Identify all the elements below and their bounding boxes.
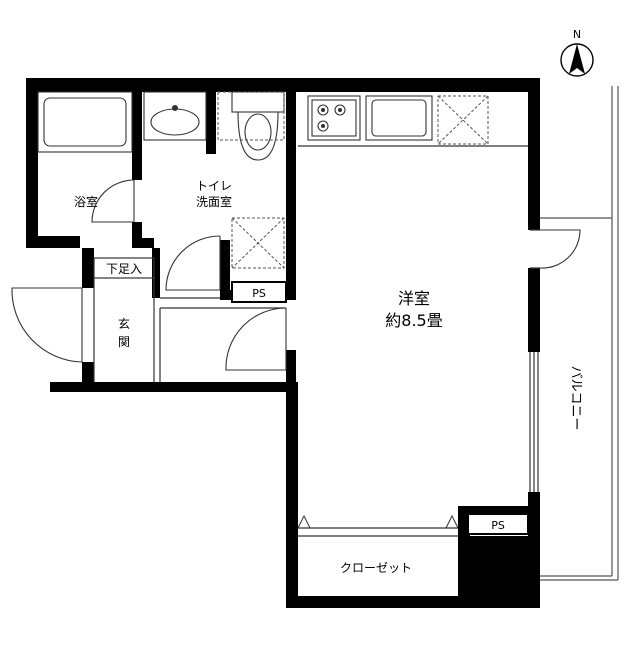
kitchen-sink-icon <box>365 95 433 141</box>
ps-label-1: PS <box>252 287 266 300</box>
refrigerator-space-icon <box>437 95 489 145</box>
exterior-walls <box>26 78 540 608</box>
north-arrow-icon <box>560 43 594 77</box>
ps-box-2 <box>467 513 529 535</box>
bathtub-icon <box>37 91 133 153</box>
toilet-cabinet <box>217 91 285 141</box>
bath-label: 浴室 <box>74 194 98 209</box>
ps-label-2: PS <box>491 519 505 532</box>
shoe-closet-label: 下足入 <box>106 262 142 276</box>
washroom-label: 洗面室 <box>196 194 232 209</box>
closet-label: クローゼット <box>340 561 412 575</box>
north-label: N <box>573 28 581 41</box>
balcony-label: バルコニー <box>568 366 583 431</box>
stove-icon <box>307 95 361 141</box>
toilet-icon <box>231 91 285 161</box>
washing-machine-space-icon <box>231 217 285 269</box>
entrance-label-1: 玄 <box>118 316 130 331</box>
door-swings <box>11 179 581 371</box>
toilet-label: トイレ <box>196 179 232 193</box>
sink-icon <box>143 91 207 141</box>
western-room-size: 約8.5畳 <box>385 311 442 330</box>
western-room-label: 洋室 <box>398 289 430 308</box>
thin-lines <box>93 145 540 537</box>
balcony <box>538 86 619 581</box>
ps-box-1 <box>231 281 287 303</box>
closet-markers <box>297 514 459 529</box>
entrance-label-2: 関 <box>118 335 130 349</box>
